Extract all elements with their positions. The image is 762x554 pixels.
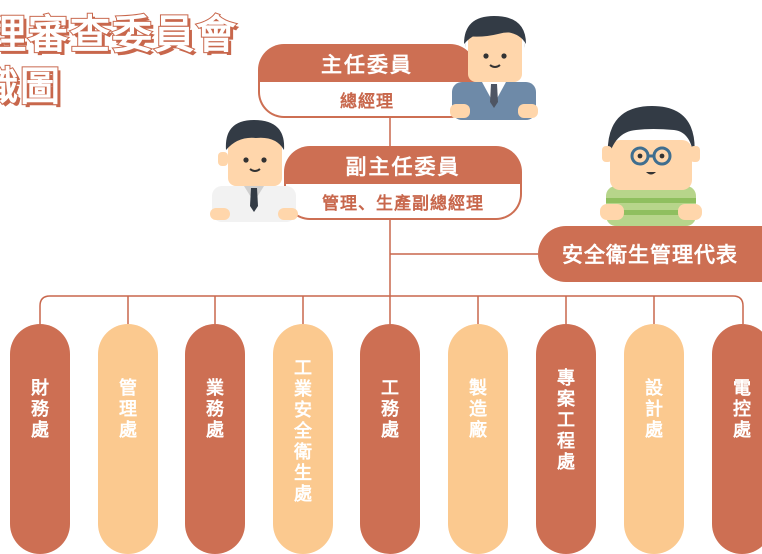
chart-title-line2: 織圖 — [0, 63, 62, 111]
chart-title-line1: 理審查委員會 — [0, 11, 238, 59]
dept-label-char: 管 — [119, 378, 137, 399]
dept-factory: 製造廠 — [448, 324, 508, 554]
dept-electrical-control: 電控處 — [712, 324, 762, 554]
safety-rep-avatar-icon — [600, 106, 702, 226]
dept-project-engineering: 專案工程處 — [536, 324, 596, 554]
dept-label-char: 電 — [733, 378, 751, 399]
dept-management: 管理處 — [98, 324, 158, 554]
dept-label-char: 工 — [381, 378, 399, 399]
dept-label-char: 務 — [31, 399, 49, 420]
dept-industrial-safety: 工業安全衛生處 — [273, 324, 333, 554]
dept-label-char: 廠 — [469, 420, 487, 441]
dept-label-char: 控 — [733, 399, 751, 420]
dept-label-char: 生 — [294, 463, 312, 484]
chief-subtitle: 總經理 — [258, 82, 476, 118]
dept-label-char: 務 — [206, 399, 224, 420]
dept-label-char: 工 — [294, 358, 312, 379]
dept-label-char: 造 — [469, 399, 487, 420]
chief-title: 主任委員 — [258, 44, 476, 84]
dept-label-char: 理 — [119, 399, 137, 420]
dept-engineering-works: 工務處 — [360, 324, 420, 554]
dept-label-char: 專 — [557, 368, 575, 389]
dept-label-char: 處 — [294, 484, 312, 505]
dept-label-char: 處 — [645, 420, 663, 441]
dept-label-char: 務 — [381, 399, 399, 420]
dept-label-char: 處 — [381, 420, 399, 441]
dept-label-char: 處 — [31, 420, 49, 441]
dept-label-char: 工 — [557, 410, 575, 431]
dept-design: 設計處 — [624, 324, 684, 554]
dept-label-char: 處 — [733, 420, 751, 441]
dept-sales: 業務處 — [185, 324, 245, 554]
dept-label-char: 業 — [206, 378, 224, 399]
vice-title: 副主任委員 — [284, 146, 522, 186]
vice-avatar-icon — [210, 120, 298, 222]
vice-subtitle: 管理、生產副總經理 — [284, 184, 522, 220]
dept-label-char: 計 — [645, 399, 663, 420]
dept-label-char: 程 — [557, 431, 575, 452]
dept-label-char: 業 — [294, 379, 312, 400]
dept-label-char: 處 — [206, 420, 224, 441]
dept-label-char: 安 — [294, 400, 312, 421]
dept-label-char: 處 — [119, 420, 137, 441]
dept-label-char: 案 — [557, 389, 575, 410]
dept-label-char: 全 — [294, 421, 312, 442]
dept-label-char: 衛 — [294, 442, 312, 463]
dept-finance: 財務處 — [10, 324, 70, 554]
dept-label-char: 財 — [31, 378, 49, 399]
dept-label-char: 製 — [469, 378, 487, 399]
dept-label-char: 設 — [645, 378, 663, 399]
chief-avatar-icon — [450, 16, 538, 120]
dept-label-char: 處 — [557, 452, 575, 473]
safety-rep-box: 安全衛生管理代表 — [538, 226, 762, 282]
